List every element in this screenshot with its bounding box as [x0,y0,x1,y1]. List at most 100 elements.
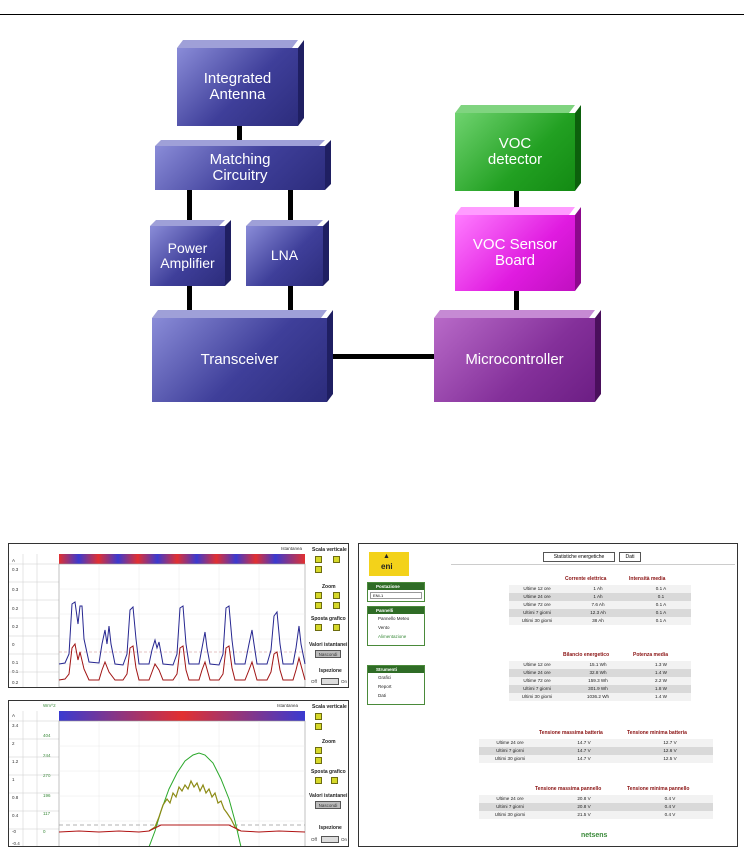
table-cell: Ultime 12 ore [523,586,551,591]
menu-item-wind[interactable]: Vento [378,625,390,630]
table-cell: 1.4 W [655,670,667,675]
inspect-toggle[interactable] [321,678,339,685]
y-tick: 1.2 [12,759,19,764]
red-series [58,824,306,833]
y-tick-right: 404 [43,733,51,738]
menu-item-data[interactable]: Dati [378,693,387,698]
menu-item-power[interactable]: Alimentazione [378,634,407,639]
table-cell: Ultime 24 ore [523,594,551,599]
zoom-out-button[interactable] [333,592,340,599]
block-label: Power Amplifier [150,226,225,286]
table-cell: 0.4 V [664,804,676,809]
scale-label: Scala verticale [312,547,347,553]
header-label: Wm^2 [43,703,56,708]
table-cell: 14.7 V [577,740,591,745]
table-row: Ultime 24 ore 32.8 Wh 1.4 W [509,669,691,677]
tab-statistics[interactable]: Statistiche energetiche [543,552,615,562]
zoom-label: Zoom [322,739,336,745]
scale-up-button[interactable] [315,713,322,720]
table-cell: Ultime 12 ore [523,662,551,667]
table-cell: 0.1 A [655,618,667,623]
time-band [59,711,305,721]
t4-header: Tensione massima pannello [535,786,602,792]
station-select[interactable]: ENI-1 [370,592,422,599]
move-left-button[interactable] [315,624,322,631]
connector-matching-lna [288,189,293,224]
t4-header: Tensione minima pannello [627,786,690,792]
table-cell: 159.3 Wh [588,678,608,683]
block-power-amplifier: Power Amplifier [150,220,231,286]
zoom-in-button[interactable] [315,747,322,754]
zoom-right-button[interactable] [333,602,340,609]
menu-item-report[interactable]: Report [378,684,392,689]
connector-antenna-matching [237,125,242,147]
block-integrated-antenna: Integrated Antenna [177,40,304,126]
zoom-in-button[interactable] [315,592,322,599]
logo-text: eni [381,562,393,571]
table-cell: 0.4 V [664,796,676,801]
table-cell: 20.8 V [577,796,591,801]
zoom-left-button[interactable] [315,602,322,609]
y-tick: -0.4 [12,841,20,846]
radiation-plot [9,711,306,846]
off-label: Off [311,679,317,684]
t1-header: Intensità media [629,576,666,582]
inspect-toggle[interactable] [321,836,339,843]
scale-down-button[interactable] [333,556,340,563]
off-label: Off [311,837,317,842]
table-cell: 0.1 A [655,610,667,615]
block-transceiver: Transceiver [152,310,333,402]
tab-data[interactable]: Dati [619,552,641,562]
on-label: On [341,837,348,842]
y-tick: 0.3 [12,567,19,572]
y-tick: -0 [12,829,17,834]
move-left-button[interactable] [315,777,322,784]
menu-item-meteo[interactable]: Pannello Meteo [378,616,410,621]
table-cell: Ultimi 30 giorni [494,812,526,817]
table-cell: 32.8 Wh [589,670,607,675]
radiation-chart-screenshot: Wm^2 A 3.4 2 1.2 1 0.8 0.4 -0 -0.4 404 2… [8,700,349,847]
y-tick: 1 [12,777,15,782]
table-cell: Ultime 24 ore [523,670,551,675]
hide-button[interactable]: Nascondi [315,801,341,809]
legend-label: Istantanea [281,546,303,551]
footer-brand: netsens [581,832,608,839]
scale-up-button[interactable] [315,556,322,563]
block-label: Microcontroller [434,318,595,402]
y-tick-right: 0 [43,829,46,834]
table-cell: Ultimi 30 giorni [521,694,553,699]
station-value: ENI-1 [373,593,384,598]
scale-down-button[interactable] [315,723,322,730]
hide-button[interactable]: Nascondi [315,650,341,658]
table-cell: 0.4 V [664,812,676,817]
table-cell: 20.8 V [577,804,591,809]
menu-item-charts[interactable]: Grafici [378,675,392,680]
table-cell: Ultime 24 ore [496,740,524,745]
table-cell: 2.2 W [655,678,667,683]
tab-divider [451,564,735,565]
panel-header: Postazione [368,583,424,590]
table-cell: 1 Ah [593,586,603,591]
table-cell: 0.1 A [655,586,667,591]
tools-panel: Strumenti Grafici Report Dati [367,665,425,705]
table-cell: 301.9 Wh [588,686,608,691]
block-voc-sensor-board: VOC Sensor Board [455,207,581,291]
table-cell: 7.6 Ah [591,602,605,607]
y-tick: 0.2 [12,624,19,629]
move-right-button[interactable] [333,624,340,631]
y-tick: 0.8 [12,795,19,800]
panel-header: Pannelli [368,607,424,614]
table-cell: 12.7 V [663,740,677,745]
y-tick: 0.2 [12,606,19,611]
scale-reset-button[interactable] [315,566,322,573]
move-right-button[interactable] [331,777,338,784]
zoom-out-button[interactable] [315,757,322,764]
